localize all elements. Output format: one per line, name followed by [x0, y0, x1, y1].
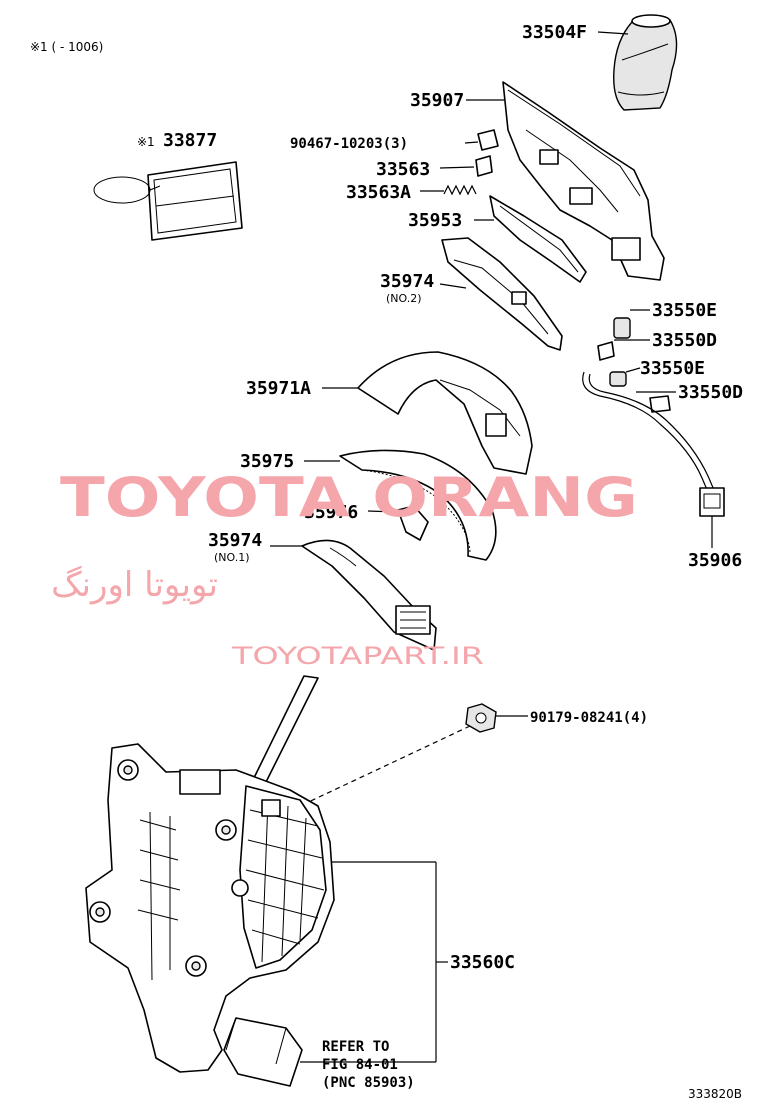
label-90179: 90179-08241(4) [530, 710, 648, 726]
label-33504F: 33504F [522, 22, 587, 43]
refer-line-1: REFER TO [322, 1039, 389, 1055]
spring-33563A[interactable] [443, 184, 477, 196]
bulb-33550D-upper[interactable] [597, 341, 615, 361]
nut-90179[interactable] [465, 703, 497, 733]
watermark-site: TOYOTAPART.IR [231, 642, 484, 670]
label-35971A: 35971A [246, 378, 311, 399]
refer-line-2: FIG 84-01 [322, 1057, 398, 1073]
indicator-35974-no2[interactable] [441, 237, 563, 351]
bulb-socket-33550E-upper[interactable] [613, 317, 631, 339]
label-35976: 35976 [304, 502, 358, 523]
label-33563A: 33563A [346, 182, 411, 203]
label-33550E-2: 33550E [640, 358, 705, 379]
shift-knob-33504F[interactable] [613, 14, 678, 111]
label-35975: 35975 [240, 451, 294, 472]
figure-id: 333820B [688, 1087, 742, 1101]
label-33563: 33563 [376, 159, 430, 180]
label-33877: 33877 [163, 130, 217, 151]
label-33550D-2: 33550D [678, 382, 743, 403]
cover-35971A[interactable] [357, 351, 533, 475]
clip-90467[interactable] [477, 129, 499, 151]
plate-35953[interactable] [489, 195, 587, 283]
bulb-socket-33550E-lower[interactable] [609, 371, 627, 387]
watermark-brand: TOYOTA ORANG [60, 466, 638, 529]
indicator-35974-no1[interactable] [301, 539, 437, 651]
slide-plate-35975[interactable] [339, 449, 497, 561]
refer-line-3: (PNC 85903) [322, 1075, 415, 1091]
label-33877-mark: ※1 [137, 135, 155, 149]
label-90467: 90467-10203(3) [290, 136, 408, 152]
label-35974-no1-sub: (NO.1) [214, 551, 250, 564]
label-35906: 35906 [688, 550, 742, 571]
label-plate-33877[interactable] [93, 161, 243, 241]
label-35974-no2-sub: (NO.2) [386, 292, 422, 305]
label-33550D-1: 33550D [652, 330, 717, 351]
label-33550E-1: 33550E [652, 300, 717, 321]
wire-harness-35906[interactable] [582, 371, 725, 517]
label-35974-no2: 35974 [380, 271, 434, 292]
shift-lever-assembly-33560C[interactable] [85, 675, 335, 1087]
pin-33563[interactable] [475, 155, 493, 177]
applicability-note: ※1 ( - 1006) [30, 40, 103, 54]
shift-housing-35907[interactable] [502, 81, 665, 281]
label-33560C: 33560C [450, 952, 515, 973]
label-35953: 35953 [408, 210, 462, 231]
plate-35976[interactable] [397, 505, 429, 541]
label-35907: 35907 [410, 90, 464, 111]
bulb-33550D-lower[interactable] [649, 395, 671, 413]
watermark-brand-fa: تویوتا اورنگ [51, 565, 218, 605]
label-35974-no1: 35974 [208, 530, 262, 551]
